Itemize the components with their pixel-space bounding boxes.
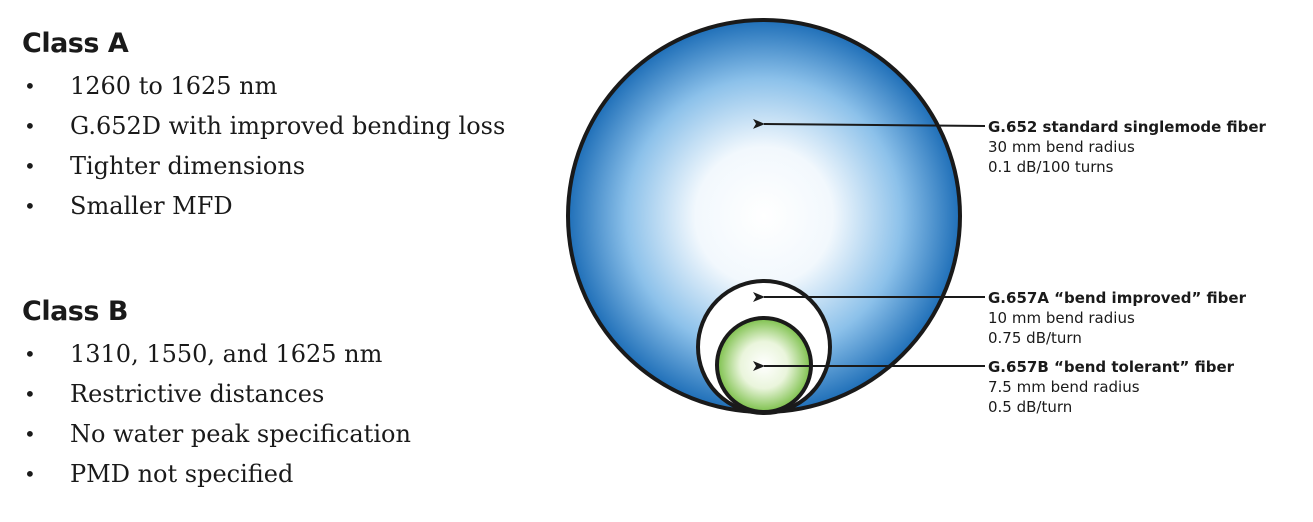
- bullet-icon: •: [24, 462, 36, 486]
- g657a-loss: 0.75 dB/turn: [988, 329, 1082, 347]
- g657a-bend-radius: 10 mm bend radius: [988, 309, 1135, 327]
- list-item-text: PMD not specified: [70, 460, 294, 488]
- g657b-label-title: G.657B “bend tolerant” fiber: [988, 358, 1235, 376]
- g657b-bend-radius: 7.5 mm bend radius: [988, 378, 1140, 396]
- list-item-text: 1310, 1550, and 1625 nm: [70, 340, 383, 368]
- class-a-heading: Class A: [22, 28, 129, 59]
- bullet-icon: •: [24, 74, 36, 98]
- g652-loss: 0.1 dB/100 turns: [988, 158, 1114, 176]
- class-lists-panel: Class A • 1260 to 1625 nm • G.652D with im…: [0, 0, 560, 522]
- list-item-text: Smaller MFD: [70, 192, 233, 220]
- g652-pointer-arrow: [752, 118, 986, 129]
- bullet-icon: •: [24, 194, 36, 218]
- bullet-icon: •: [24, 382, 36, 406]
- bullet-icon: •: [24, 422, 36, 446]
- list-item-text: No water peak specification: [70, 420, 411, 448]
- list-item-text: Restrictive distances: [70, 380, 325, 408]
- g652-bend-radius: 30 mm bend radius: [988, 138, 1135, 156]
- class-b-heading: Class B: [22, 296, 128, 327]
- g657a-label-title: G.657A “bend improved” fiber: [988, 289, 1247, 307]
- bullet-icon: •: [24, 154, 36, 178]
- bullet-icon: •: [24, 342, 36, 366]
- g657b-loss: 0.5 dB/turn: [988, 398, 1072, 416]
- list-item-text: 1260 to 1625 nm: [70, 72, 278, 100]
- list-item-text: Tighter dimensions: [70, 152, 306, 180]
- g652-label-title: G.652 standard singlemode fiber: [988, 118, 1267, 136]
- list-item-text: G.652D with improved bending loss: [70, 112, 506, 140]
- bullet-icon: •: [24, 114, 36, 138]
